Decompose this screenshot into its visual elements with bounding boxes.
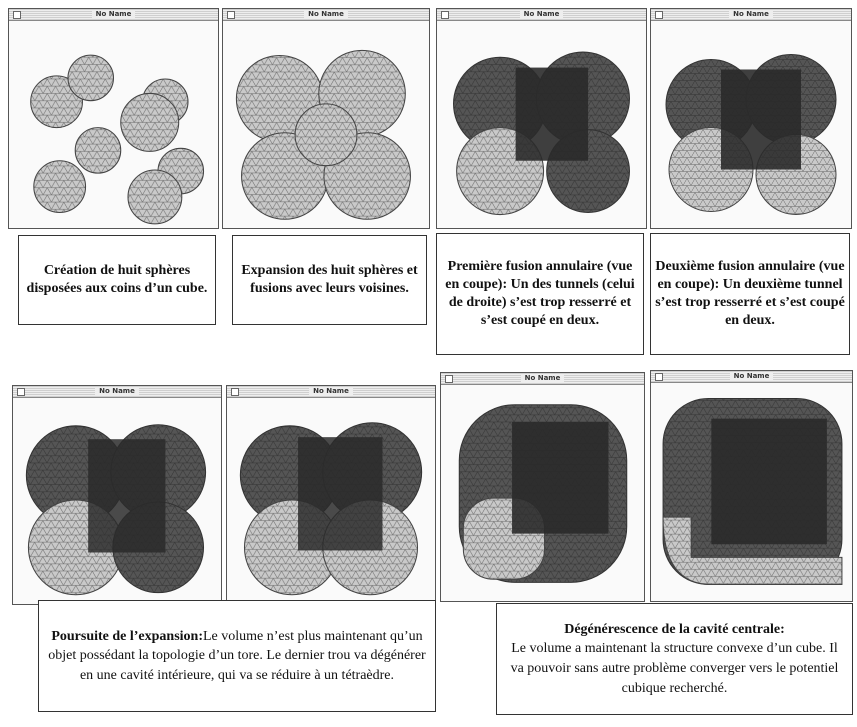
viewer-window-1: No Name	[8, 8, 219, 229]
window-title: No Name	[520, 10, 564, 18]
close-box-icon[interactable]	[17, 388, 25, 396]
window-titlebar: No Name	[9, 9, 218, 21]
close-box-icon[interactable]	[227, 11, 235, 19]
viewer-window-5: No Name	[12, 385, 222, 605]
caption-step-3: Première fusion annulaire (vue en coupe)…	[436, 233, 644, 355]
viewer-window-6: No Name	[226, 385, 436, 605]
mesh-viewport	[437, 21, 646, 228]
caption-text: Création de huit sphères disposées aux c…	[23, 262, 211, 298]
mesh-render-central-cavity	[441, 385, 644, 601]
caption-step-6: Dégénérescence de la cavité centrale:Le …	[496, 603, 853, 715]
mesh-viewport	[651, 383, 852, 601]
window-title: No Name	[92, 10, 136, 18]
mesh-viewport	[223, 21, 429, 228]
mesh-render-first-fusion	[437, 21, 646, 228]
mesh-viewport	[227, 398, 435, 604]
close-box-icon[interactable]	[445, 375, 453, 383]
close-box-icon[interactable]	[655, 11, 663, 19]
mesh-render-second-fusion	[651, 21, 851, 228]
window-title: No Name	[309, 387, 353, 395]
viewer-window-7: No Name	[440, 372, 645, 602]
mesh-viewport	[13, 398, 221, 604]
viewer-window-2: No Name	[222, 8, 430, 229]
close-box-icon[interactable]	[231, 388, 239, 396]
viewer-window-3: No Name	[436, 8, 647, 229]
mesh-render-expansion	[13, 398, 221, 604]
close-box-icon[interactable]	[441, 11, 449, 19]
close-box-icon[interactable]	[655, 373, 663, 381]
window-titlebar: No Name	[437, 9, 646, 21]
mesh-render-expanded	[223, 21, 429, 228]
close-box-icon[interactable]	[13, 11, 21, 19]
caption-text: Le volume a maintenant la structure conv…	[511, 641, 839, 695]
window-titlebar: No Name	[227, 386, 435, 398]
window-titlebar: No Name	[441, 373, 644, 385]
mesh-render-spheres	[9, 21, 218, 228]
mesh-viewport	[441, 385, 644, 601]
caption-heading: Poursuite de l’expansion:	[51, 629, 203, 644]
window-titlebar: No Name	[651, 9, 851, 21]
caption-step-2: Expansion des huit sphères et fusions av…	[232, 235, 427, 325]
viewer-window-8: No Name	[650, 370, 853, 602]
caption-heading: Dégénérescence de la cavité centrale:	[503, 620, 846, 640]
caption-step-1: Création de huit sphères disposées aux c…	[18, 235, 216, 325]
viewer-window-4: No Name	[650, 8, 852, 229]
window-titlebar: No Name	[13, 386, 221, 398]
mesh-render-convex-cube	[651, 383, 852, 601]
window-title: No Name	[730, 372, 774, 380]
mesh-viewport	[651, 21, 851, 228]
window-title: No Name	[304, 10, 348, 18]
window-title: No Name	[729, 10, 773, 18]
mesh-render-expansion-later	[227, 398, 435, 604]
caption-text: Deuxième fusion annulaire (vue en coupe)…	[655, 258, 845, 331]
caption-step-5: Poursuite de l’expansion:Le volume n’est…	[38, 600, 436, 712]
caption-text: Première fusion annulaire (vue en coupe)…	[441, 258, 639, 331]
window-title: No Name	[521, 374, 565, 382]
window-titlebar: No Name	[223, 9, 429, 21]
window-title: No Name	[95, 387, 139, 395]
caption-text: Expansion des huit sphères et fusions av…	[237, 262, 422, 298]
mesh-viewport	[9, 21, 218, 228]
caption-step-4: Deuxième fusion annulaire (vue en coupe)…	[650, 233, 850, 355]
window-titlebar: No Name	[651, 371, 852, 383]
